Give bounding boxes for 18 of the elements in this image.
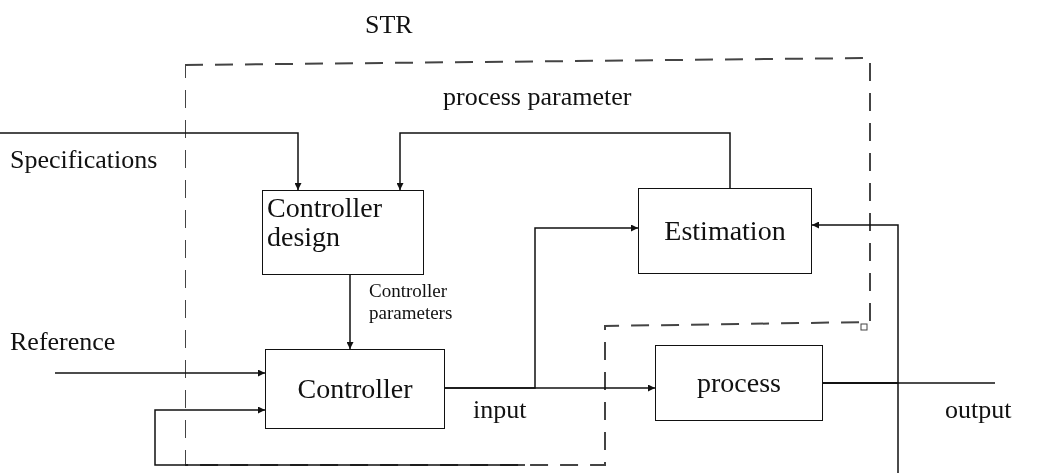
region-title: STR — [365, 10, 413, 40]
connector-arrow — [0, 132, 302, 191]
connector-arrow — [154, 406, 526, 466]
process-box: process — [655, 345, 823, 421]
connector-arrow — [346, 274, 354, 350]
process-box: Estimation — [638, 188, 812, 274]
connector-arrow — [444, 224, 639, 389]
process-box: Controller design — [262, 190, 424, 275]
edge-label: Specifications — [10, 145, 158, 175]
edge-label: process parameter — [443, 82, 632, 112]
process-box: Controller — [265, 349, 445, 429]
edge-label: input — [473, 395, 527, 425]
edge-label: Controller parameters — [369, 280, 454, 324]
connector-arrow — [396, 132, 731, 191]
connector-arrow — [54, 369, 266, 377]
connector-arrow — [811, 221, 899, 384]
edge-label: Reference — [10, 327, 116, 357]
edge-label: output — [945, 395, 1012, 425]
